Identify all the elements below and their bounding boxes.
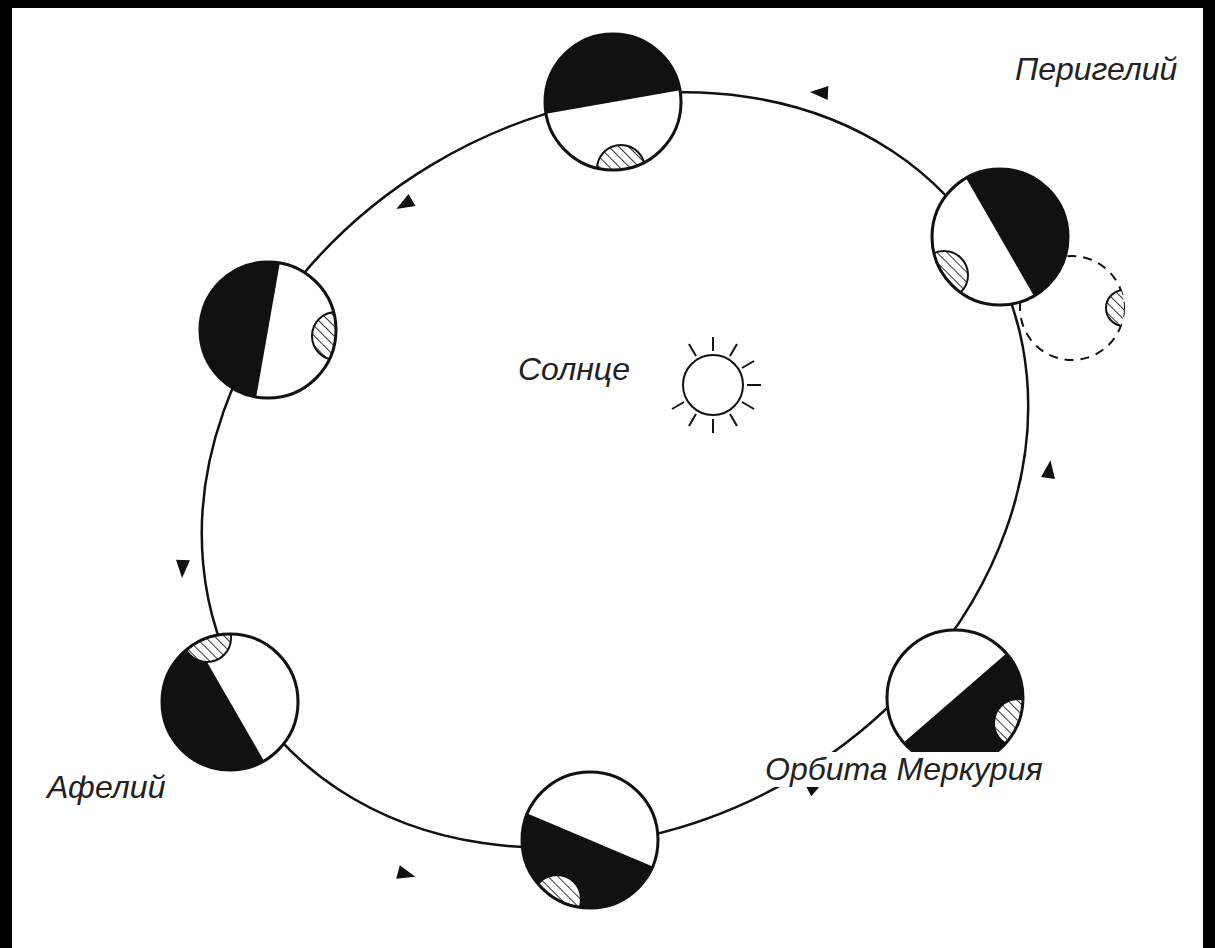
orbit-arrows <box>175 85 1057 883</box>
orbit-point-label: Перигелий <box>1012 52 1180 87</box>
orbit-line <box>61 0 1168 948</box>
mercury-disc <box>501 772 658 929</box>
mercury-disc <box>189 251 360 398</box>
orbit-label: Орбита Меркурия <box>762 752 1046 787</box>
sun-symbol <box>672 337 761 433</box>
mercury-disc <box>137 614 298 795</box>
page-ground <box>12 8 1203 948</box>
orbit-point-label: Афелий <box>44 770 168 805</box>
mercury-disc <box>920 144 1093 305</box>
mercury-positions <box>137 23 1093 929</box>
sun-label: Солнце <box>515 352 633 387</box>
mercury-disc <box>534 23 681 193</box>
